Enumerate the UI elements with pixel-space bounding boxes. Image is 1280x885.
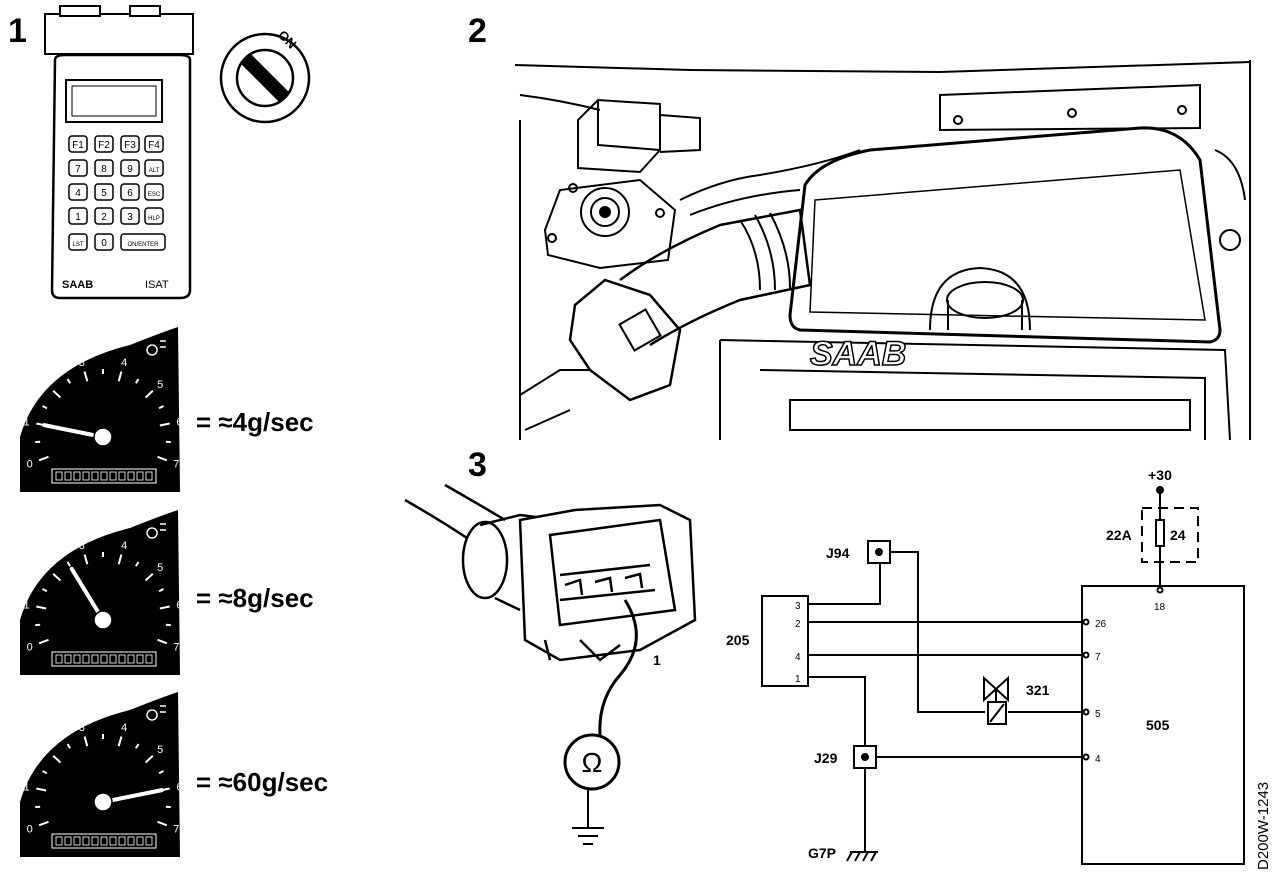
gauge-hub: [94, 793, 112, 811]
tester-key-label: F3: [124, 140, 136, 151]
gauge-tick-label: 5: [157, 744, 163, 756]
tester-key-label: F4: [148, 140, 160, 151]
connector-pin-label: 1: [653, 652, 661, 668]
gauge-tick-label: 0: [27, 459, 33, 471]
tester-key-label: ALT: [149, 168, 160, 174]
rpm-gauge: 0 1 2 3 4 5 6 7: [20, 692, 183, 857]
pin-205-4: 4: [795, 652, 801, 663]
gauge-tick-label: 3: [79, 722, 85, 734]
saab-badge: SAAB: [810, 335, 906, 373]
gauge-tick-label: 7: [173, 824, 179, 836]
gauge-tick-label: 0: [27, 642, 33, 654]
junction-j29-label: J29: [814, 750, 838, 766]
ground-label: G7P: [808, 845, 836, 861]
gauge-tick-label: 3: [79, 540, 85, 552]
airflow-reading: = ≈8g/sec: [196, 583, 314, 613]
component-205-label: 205: [726, 632, 750, 648]
gauge-tick-label: 6: [176, 417, 182, 429]
panel-number-3: 3: [468, 446, 487, 484]
valve-321: [984, 678, 1008, 724]
gauge-tick-label: 7: [173, 459, 179, 471]
gauge-tick-label: 6: [176, 600, 182, 612]
ohmmeter-icon: Ω: [565, 735, 619, 828]
gauge-tick-label: 1: [23, 782, 29, 794]
valve-label: 321: [1026, 682, 1050, 698]
gauge-tick-label: 4: [121, 540, 127, 552]
tester-key-label: LST: [72, 242, 83, 248]
ecu-pin-26: 26: [1095, 619, 1107, 630]
gauge-tick-label: 2: [43, 562, 49, 574]
isat-tester: F1 F2 F3 F4 7 8 9 ALT 4 5 6 ESC 1 2 3 HLP LST 0 ON/ENTER S…: [45, 6, 193, 298]
ecu-pin-4: 4: [1095, 754, 1101, 765]
gauge-tick-label: 0: [27, 824, 33, 836]
panel-number-1: 1: [8, 12, 27, 50]
gauge-tick-label: 4: [121, 357, 127, 369]
tester-key-label: ESC: [148, 192, 161, 198]
tester-key-label: 3: [127, 212, 133, 223]
panel-number-2: 2: [468, 12, 487, 50]
gauge-tick-label: 6: [176, 782, 182, 794]
tester-key-label: F1: [72, 140, 84, 151]
component-205-box: [762, 596, 808, 686]
tester-key-label: 7: [75, 164, 81, 175]
tester-key-label: 9: [127, 164, 133, 175]
ecu-pin-18: 18: [1154, 602, 1166, 613]
tester-key-label: 1: [75, 212, 81, 223]
gauge-tick-label: 4: [121, 722, 127, 734]
fuse-label-left: 22A: [1106, 527, 1132, 543]
gauge-tick-label: 1: [23, 600, 29, 612]
tester-key-label: F2: [98, 140, 110, 151]
pin-205-2: 2: [795, 619, 801, 630]
airflow-reading: = ≈4g/sec: [196, 407, 314, 437]
gauge-tick-label: 3: [79, 357, 85, 369]
ohm-symbol: Ω: [582, 747, 603, 778]
supply-label: +30: [1148, 467, 1172, 483]
gauge-hub: [94, 428, 112, 446]
rpm-gauge: 0 1 2 3 4 5 6 7: [20, 510, 183, 675]
figure-code: D200W-1243: [1255, 782, 1272, 870]
gauge-hub: [94, 611, 112, 629]
gauge-tick-label: 7: [173, 642, 179, 654]
tester-key-label: 4: [75, 188, 81, 199]
tester-key-label: 0: [101, 238, 107, 249]
ecu-pin-5: 5: [1095, 709, 1101, 720]
maf-sensor: [520, 280, 680, 430]
gauge-tick-label: 5: [157, 562, 163, 574]
tester-brand: SAAB: [62, 279, 93, 291]
connector-illustration: [405, 485, 695, 660]
tester-key-label: 5: [101, 188, 107, 199]
tester-model: ISAT: [145, 279, 169, 291]
chassis-ground-icon: [847, 852, 878, 861]
tester-key-label: 8: [101, 164, 107, 175]
gauge-tick-label: 2: [43, 744, 49, 756]
tester-key-label: 2: [101, 212, 107, 223]
relay-box: [578, 100, 700, 172]
wiring-schematic: [762, 487, 1244, 864]
fuse-label-right: 24: [1170, 527, 1186, 543]
gauge-tick-label: 2: [43, 379, 49, 391]
tester-key-label: ON/ENTER: [127, 242, 159, 248]
junction-j94-label: J94: [826, 545, 850, 561]
tester-cartridge: [45, 14, 193, 54]
ecu-label: 505: [1146, 717, 1170, 733]
pin-205-3: 3: [795, 601, 801, 612]
gauge-tick-label: 5: [157, 379, 163, 391]
rpm-gauge: 0 1 2 3 4 5 6 7: [20, 327, 183, 492]
strut-tower: [545, 180, 675, 268]
gauge-tick-label: 1: [23, 417, 29, 429]
tester-key-label: 6: [127, 188, 133, 199]
pin-205-1: 1: [795, 674, 801, 685]
ground-symbol-icon: [572, 828, 604, 844]
ecu-pin-7: 7: [1095, 652, 1101, 663]
ignition-switch-icon: ON: [221, 27, 309, 122]
airflow-reading: = ≈60g/sec: [196, 767, 328, 797]
engine-bay-illustration: SAAB: [515, 60, 1250, 440]
tester-key-label: HLP: [148, 216, 160, 222]
